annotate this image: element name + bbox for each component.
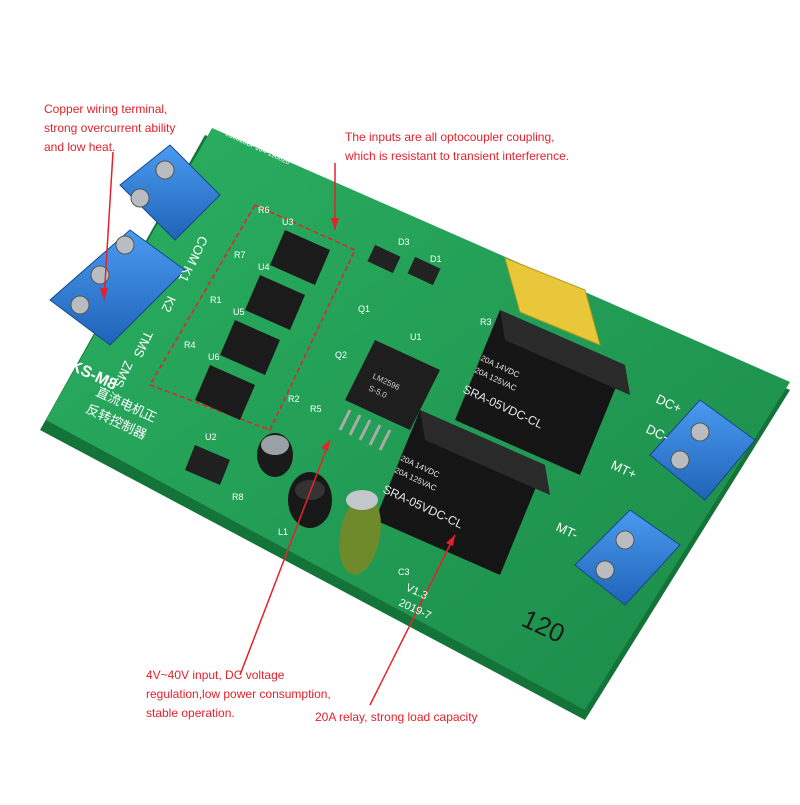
yellow-capacitor — [504, 257, 601, 346]
component-ref-q2: Q2 — [335, 350, 347, 360]
relay-bottom — [375, 410, 550, 575]
relay-top — [455, 310, 630, 475]
component-ref-r4: R4 — [184, 340, 196, 350]
callout-terminal-line-2: strong overcurrent ability — [44, 121, 176, 135]
component-ref-r8: R8 — [232, 492, 244, 502]
callout-inputs-line-1: The inputs are all optocoupler coupling, — [345, 130, 555, 144]
callout-terminal-line-3: and low heat. — [44, 140, 116, 154]
input-terminal-blocks — [49, 144, 221, 346]
component-ref-l1: L1 — [278, 527, 288, 537]
annotation-lines — [100, 151, 456, 706]
callout-inputs: The inputs are all optocoupler coupling,… — [345, 128, 569, 166]
component-ref-u3: U3 — [282, 217, 294, 227]
regulator-ic — [338, 340, 440, 451]
component-ref-u5: U5 — [233, 307, 245, 317]
component-ref-u2: U2 — [205, 432, 217, 442]
callout-voltage-line-3: stable operation. — [146, 706, 235, 720]
callout-voltage-line-1: 4V~40V input, DC voltage — [146, 668, 285, 682]
callout-terminal-line-1: Copper wiring terminal, — [44, 102, 168, 116]
input-label-k1: K1 — [176, 264, 196, 285]
input-label-k2: K2 — [159, 294, 179, 315]
pcb-silkscreen-box — [148, 204, 357, 431]
component-ref-u1: U1 — [410, 332, 422, 342]
callout-inputs-line-2: which is resistant to transient interfer… — [345, 149, 570, 163]
component-ref-r1: R1 — [210, 295, 222, 305]
component-ref-d1: D1 — [430, 254, 442, 264]
callout-terminal: Copper wiring terminal, strong overcurre… — [44, 100, 175, 157]
callout-voltage-line-2: regulation,low power consumption, — [146, 687, 331, 701]
component-ref-q1: Q1 — [358, 304, 370, 314]
component-ref-r2: R2 — [288, 394, 300, 404]
component-ref-u6: U6 — [208, 352, 220, 362]
component-ref-d3: D3 — [398, 237, 410, 247]
component-ref-r3: R3 — [480, 317, 492, 327]
component-ref-u4: U4 — [258, 262, 270, 272]
callout-voltage: 4V~40V input, DC voltage regulation,low … — [146, 666, 331, 723]
u2-chip — [185, 445, 230, 485]
component-ref-r6: R6 — [258, 205, 270, 215]
output-terminal-blocks — [574, 399, 756, 606]
callout-relay: 20A relay, strong load capacity — [315, 708, 478, 727]
component-ref-r5: R5 — [310, 404, 322, 414]
diodes — [367, 244, 441, 286]
component-ref-r7: R7 — [234, 250, 246, 260]
component-ref-c3: C3 — [398, 567, 410, 577]
optocoupler-chips — [195, 230, 330, 420]
inductor — [288, 472, 332, 528]
electrolytic-capacitors — [257, 433, 381, 575]
callout-relay-line-1: 20A relay, strong load capacity — [315, 710, 478, 724]
